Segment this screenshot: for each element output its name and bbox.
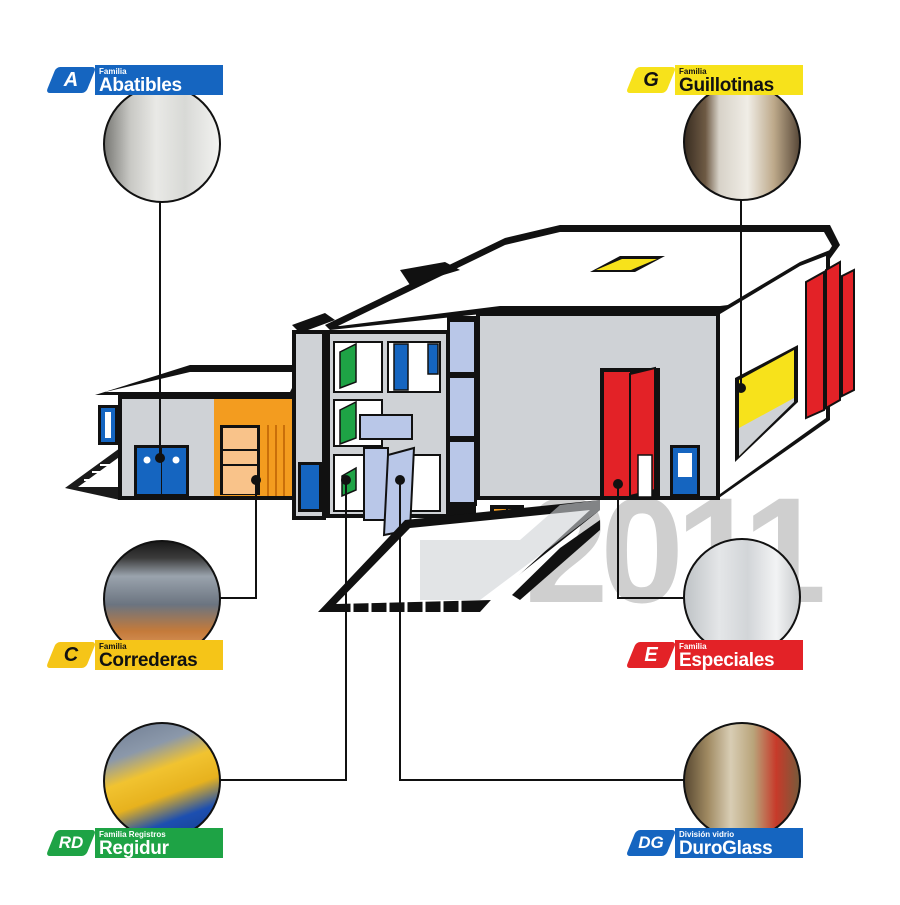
family-subtitle: Familia <box>679 642 707 651</box>
family-subtitle: Familia <box>679 67 707 76</box>
family-badge-letter: E <box>644 644 658 666</box>
family-badge: C <box>42 640 100 670</box>
family-badge-letter: A <box>63 69 79 91</box>
family-badge: RD <box>42 828 100 858</box>
family-name: Regidur <box>99 838 169 859</box>
photo-abatibles <box>103 85 221 203</box>
family-badge-letter: DG <box>638 833 664 852</box>
photo-correderas <box>103 540 221 658</box>
family-name: Guillotinas <box>679 75 774 96</box>
family-name: Correderas <box>99 650 198 671</box>
photo-regidur <box>103 722 221 840</box>
family-subtitle: Familia <box>99 642 127 651</box>
family-name: Abatibles <box>99 75 182 96</box>
photo-duroglass <box>683 722 801 840</box>
family-badge: DG <box>622 828 680 858</box>
photo-especiales <box>683 538 801 656</box>
family-badge: E <box>622 640 680 670</box>
photo-guillotinas <box>683 83 801 201</box>
family-badge: G <box>622 65 680 95</box>
family-badge-letter: RD <box>58 833 84 852</box>
family-subtitle: División vidrio <box>679 830 735 839</box>
family-subtitle: Familia Registros <box>99 830 166 839</box>
family-subtitle: Familia <box>99 67 127 76</box>
family-badge-letter: C <box>63 644 79 666</box>
family-name: DuroGlass <box>679 838 773 859</box>
family-badge: A <box>42 65 100 95</box>
family-badge-letter: G <box>643 69 659 91</box>
family-name: Especiales <box>679 650 775 671</box>
